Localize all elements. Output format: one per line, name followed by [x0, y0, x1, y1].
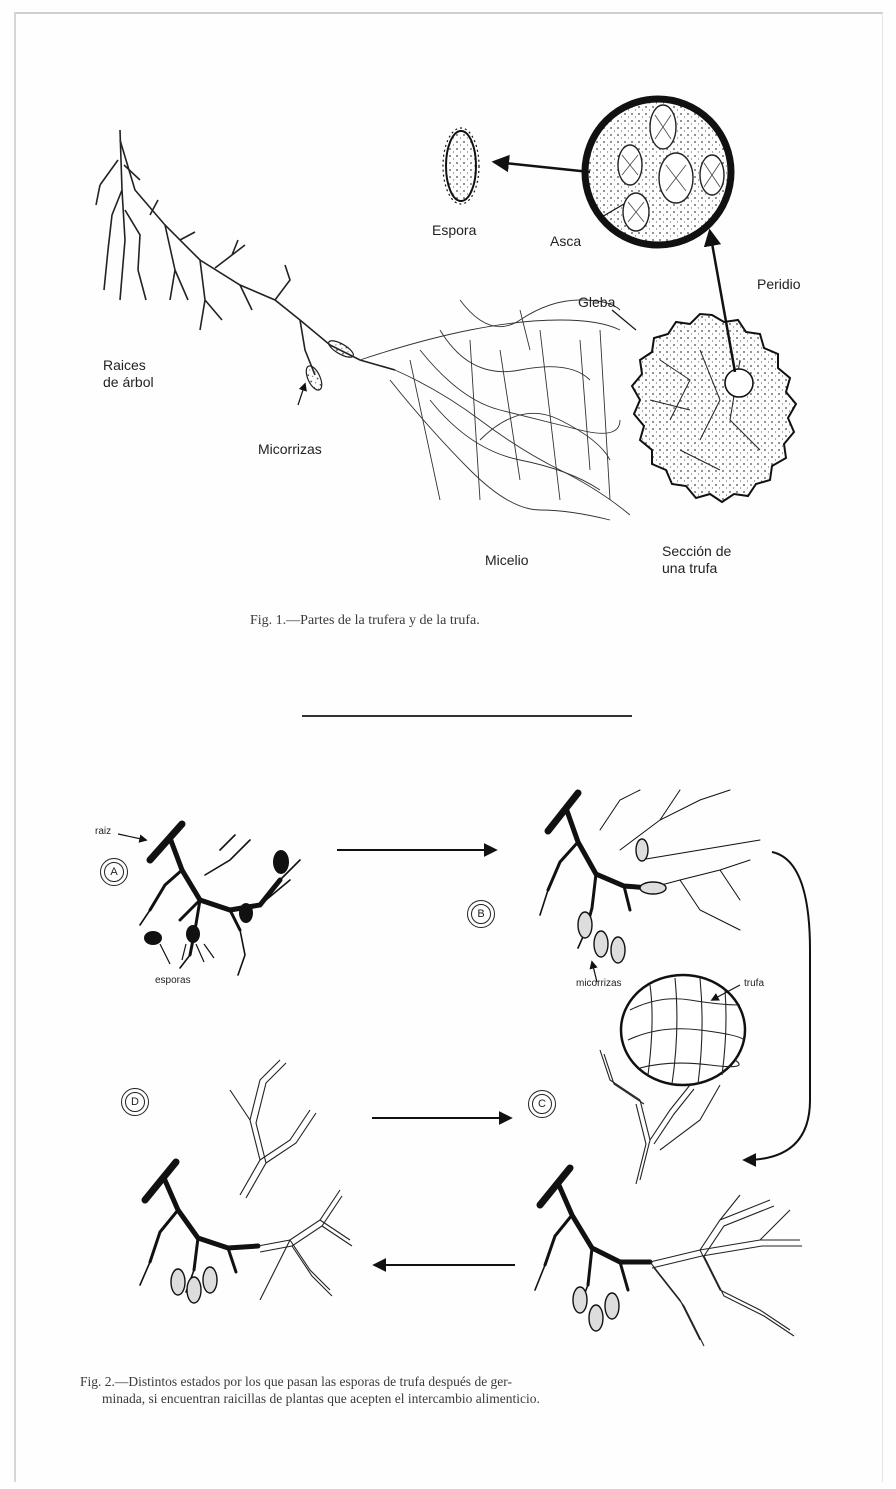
label-peridio: Peridio [757, 276, 801, 293]
stage-c-badge: C [528, 1090, 556, 1118]
stage-d-letter: D [125, 1092, 145, 1112]
stage-a-badge: A [100, 858, 128, 886]
label-seccion-trufa: Sección de una trufa [662, 543, 731, 577]
fig1-spore [443, 128, 479, 204]
fig2-stage-c-truffle [621, 975, 745, 1085]
label-micorrizas-b: micorrizas [576, 978, 622, 990]
section-divider [302, 715, 632, 717]
label-gleba: Gleba [578, 294, 615, 311]
fig1-truffle-section [632, 314, 796, 502]
stage-b-letter: B [471, 904, 491, 924]
fig1-zoom-circle [585, 99, 731, 245]
stage-b-badge: B [467, 900, 495, 928]
label-trufa: trufa [744, 978, 764, 990]
label-raiz: raiz [95, 826, 111, 838]
fig1-tree-roots [96, 130, 395, 375]
label-micelio: Micelio [485, 552, 529, 569]
stage-a-letter: A [104, 862, 124, 882]
fig2-stage-d-hyphae [230, 1060, 352, 1300]
fig2-stage-d-mycorrhizae [171, 1267, 217, 1303]
fig2-stage-b-root [540, 790, 760, 948]
fig2-stage-c-mycorrhizae [573, 1287, 619, 1331]
label-micorrizas: Micorrizas [258, 441, 322, 458]
label-asca: Asca [550, 233, 581, 250]
fig1-mycelium [360, 300, 630, 520]
stage-c-letter: C [532, 1094, 552, 1114]
fig1-caption: Fig. 1.—Partes de la trufera y de la tru… [250, 612, 480, 629]
fig2-stage-c-root [535, 1168, 650, 1305]
fig2-caption-line1: Fig. 2.—Distintos estados por los que pa… [80, 1373, 512, 1390]
fig2-stage-c-hyphae [600, 1050, 802, 1346]
label-espora: Espora [432, 222, 476, 239]
fig2-stage-d-root [140, 1162, 258, 1292]
stage-d-badge: D [121, 1088, 149, 1116]
label-raices: Raices de árbol [103, 357, 154, 391]
label-esporas: esporas [155, 975, 191, 987]
fig2-caption-line2: minada, si encuentran raicillas de plant… [102, 1390, 540, 1407]
